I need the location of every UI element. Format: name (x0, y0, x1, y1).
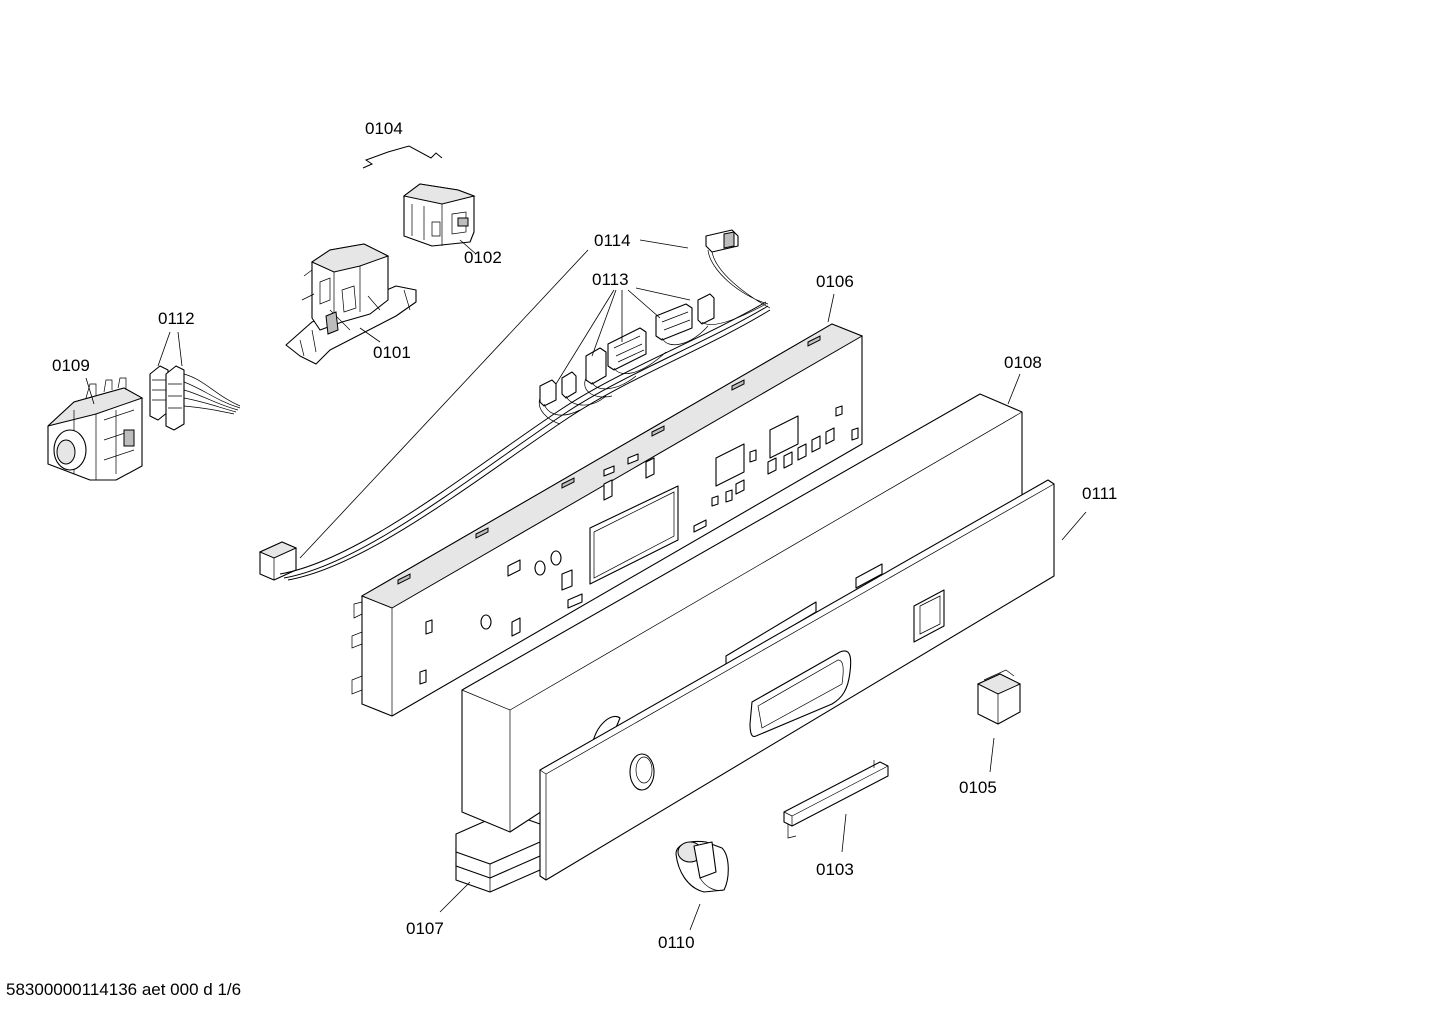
label-0106: 0106 (816, 272, 854, 291)
label-0107: 0107 (406, 919, 444, 938)
part-0101-bracket (285, 243, 417, 365)
label-0101: 0101 (373, 343, 411, 362)
part-0112-connector-harness (149, 365, 241, 431)
leader-lines (85, 239, 1087, 931)
part-0108-panel-body (461, 393, 1023, 833)
label-0109: 0109 (52, 356, 90, 375)
label-0112: 0112 (158, 309, 195, 328)
label-0108: 0108 (1004, 353, 1042, 372)
part-0102-switch-housing (402, 183, 476, 247)
label-0111: 0111 (1082, 484, 1117, 503)
part-0103-strip (783, 760, 889, 839)
part-0105-button-block (976, 669, 1022, 725)
part-0114-cable (258, 229, 771, 581)
label-0113: 0113 (592, 270, 629, 289)
label-0104: 0104 (365, 119, 403, 138)
part-0109-timer (47, 377, 144, 481)
part-0110-knob (675, 840, 729, 893)
part-0111-fascia (539, 479, 1055, 881)
label-0114: 0114 (594, 231, 631, 250)
label-0103: 0103 (816, 860, 854, 879)
label-0110: 0110 (658, 933, 695, 952)
label-0102: 0102 (464, 248, 502, 267)
label-0105: 0105 (959, 778, 997, 797)
part-0113-connectors (538, 293, 767, 425)
part-0106-panel-frame (351, 323, 864, 717)
document-id-footer: 58300000114136 aet 000 d 1/6 (6, 980, 242, 999)
part-0104-spring (362, 145, 443, 169)
